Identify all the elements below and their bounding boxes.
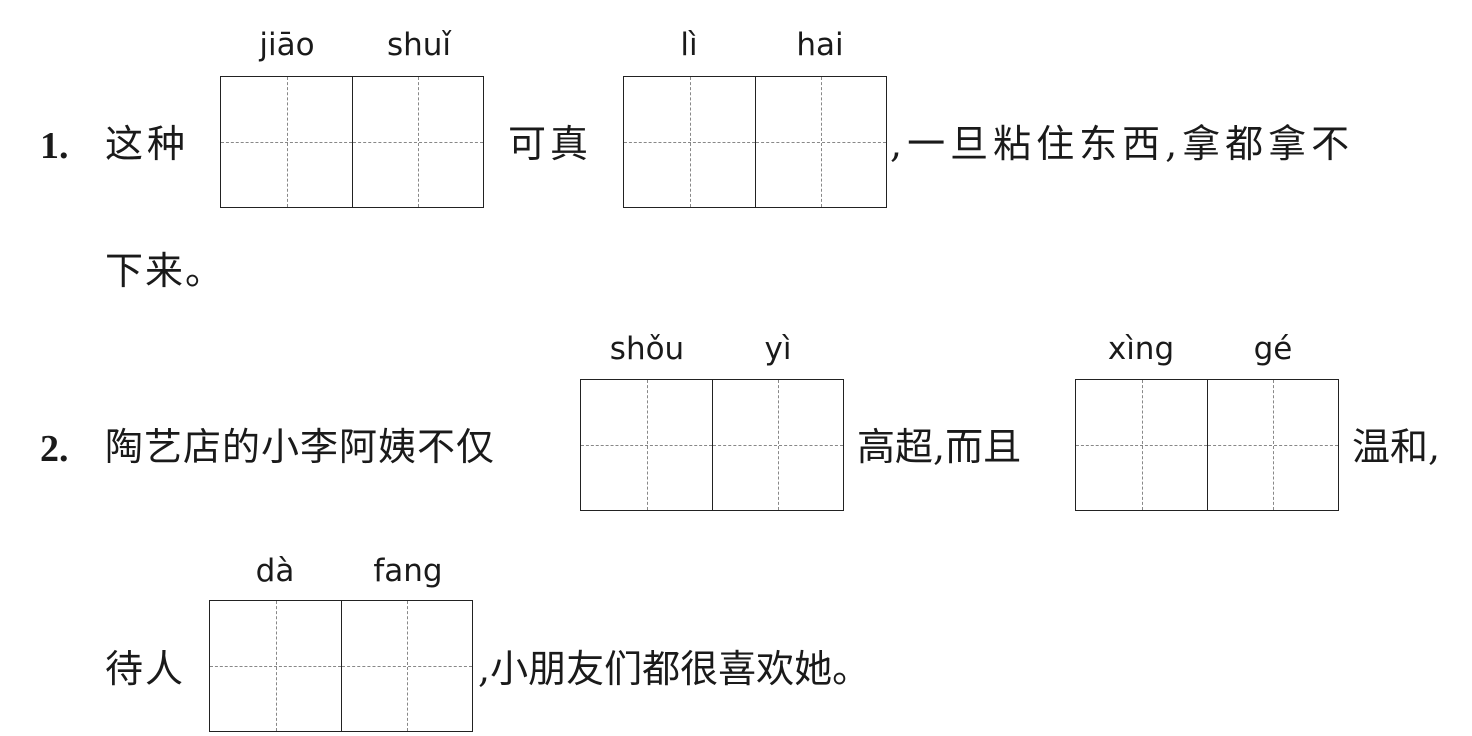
answer-grid[interactable] — [209, 600, 473, 732]
character-cell[interactable] — [1207, 380, 1338, 510]
sentence-text: 可真 — [508, 122, 593, 166]
pinyin-label: gé — [1253, 331, 1293, 367]
character-cell[interactable] — [755, 77, 886, 207]
pinyin-label: yì — [764, 331, 792, 367]
pinyin-label: lì — [680, 27, 698, 63]
sentence-text: 下来。 — [105, 249, 226, 293]
question-number: 2. — [40, 428, 69, 470]
answer-grid[interactable] — [623, 76, 887, 208]
pinyin-label: hai — [796, 27, 844, 63]
pinyin-label: xìng — [1107, 331, 1175, 367]
pinyin-label: fang — [373, 553, 443, 589]
character-cell[interactable] — [624, 77, 755, 207]
sentence-text: 温和, — [1352, 425, 1441, 469]
pinyin-label: shuǐ — [386, 27, 452, 63]
character-cell[interactable] — [341, 601, 472, 731]
sentence-text: ,一旦粘住东西,拿都拿不 — [890, 122, 1355, 166]
answer-grid[interactable] — [220, 76, 484, 208]
sentence-text: 陶艺店的小李阿姨不仅 — [105, 425, 496, 469]
sentence-text: 这种 — [105, 122, 190, 166]
character-cell[interactable] — [210, 601, 341, 731]
sentence-text: 待人 — [105, 647, 186, 691]
character-cell[interactable] — [712, 380, 843, 510]
answer-grid[interactable] — [580, 379, 844, 511]
character-cell[interactable] — [1076, 380, 1207, 510]
character-cell[interactable] — [221, 77, 352, 207]
character-cell[interactable] — [581, 380, 712, 510]
pinyin-label: shǒu — [609, 331, 685, 367]
sentence-text: ,小朋友们都很喜欢她。 — [478, 647, 871, 691]
sentence-text: 高超,而且 — [857, 425, 1022, 469]
character-cell[interactable] — [352, 77, 483, 207]
question-number: 1. — [40, 125, 69, 167]
pinyin-label: jiāo — [259, 27, 315, 63]
answer-grid[interactable] — [1075, 379, 1339, 511]
pinyin-label: dà — [255, 553, 295, 589]
